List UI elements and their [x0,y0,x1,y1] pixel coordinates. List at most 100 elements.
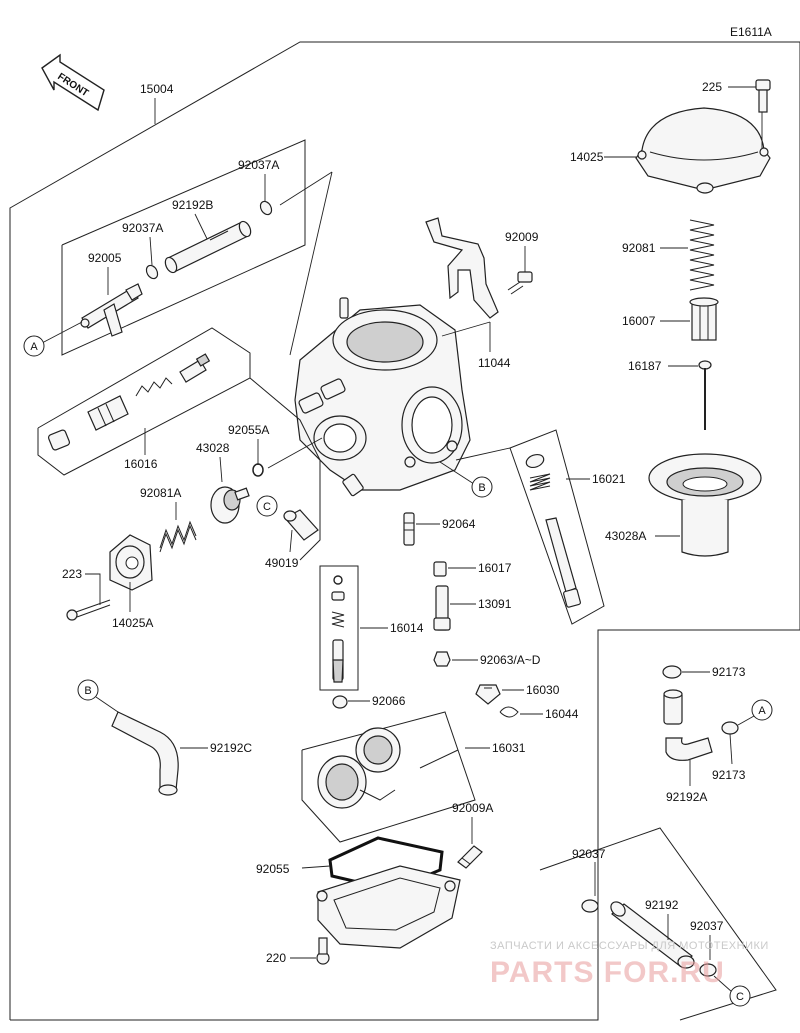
label-16021: 16021 [592,472,626,486]
ref-c-bottom: C [729,985,751,1007]
plunger-49019 [283,509,319,541]
assembly-frame [9,41,800,1021]
label-92055a: 92055A [228,423,269,437]
jet-needle-16187 [698,360,712,430]
label-92192c: 92192C [210,741,252,755]
label-92009: 92009 [505,230,539,244]
label-92055: 92055 [256,862,290,876]
label-92081a: 92081A [140,486,181,500]
idle-screw-subframe [249,377,321,561]
svg-text:B: B [84,685,91,697]
tube-92192 [610,901,695,969]
svg-text:A: A [30,341,38,353]
ref-b-body: B [471,476,493,498]
clip-92173-right [721,721,739,735]
pilot-screw-parts [47,353,211,451]
tube-subframe [61,139,306,356]
drain-screw-92009a [457,845,483,869]
label-43028: 43028 [196,441,230,455]
label-16016: 16016 [124,457,158,471]
label-92173-bottom: 92173 [712,768,746,782]
label-220: 220 [266,951,286,965]
tube-92192c [111,711,179,796]
label-16187: 16187 [628,359,662,373]
label-92064: 92064 [442,517,476,531]
t-fitting-92005 [80,283,143,337]
label-15004: 15004 [140,82,174,96]
label-49019: 49019 [265,556,299,570]
spring-92081a [159,520,197,553]
watermark-text: ЗАПЧАСТИ И АКСЕССУАРЫ ДЛЯ МОТОТЕХНИКИ [490,940,769,952]
needle-kit-connector [455,447,511,461]
label-16030: 16030 [526,683,560,697]
label-43028a: 43028A [605,529,646,543]
label-92066: 92066 [372,694,406,708]
top-cap-14025 [635,107,771,194]
screw-220 [316,937,330,965]
carburetor-body [294,297,471,497]
diagram-code: E1611A [730,25,772,39]
label-92005: 92005 [88,251,122,265]
label-13091: 13091 [478,597,512,611]
needle-jet-parts [331,575,345,683]
front-arrow-icon: FRONT [41,53,105,112]
clip-92037a-second [145,264,159,280]
svg-text:B: B [478,482,485,494]
float-bowl [316,865,461,949]
screw-223 [66,599,111,621]
clip-92037-bottom [581,899,599,913]
needle-kit-subframe [509,429,605,625]
float-subframe [301,711,476,843]
label-16017: 16017 [478,561,512,575]
main-jet-92063 [433,651,451,667]
label-92192: 92192 [645,898,679,912]
ref-b-left: B [77,679,99,701]
oring-92055a [252,463,264,477]
label-92173-top: 92173 [712,665,746,679]
label-14025: 14025 [570,150,604,164]
svg-text:C: C [736,991,744,1003]
screw-92009 [507,271,533,295]
label-14025a: 14025A [112,616,153,630]
float-16031 [317,727,459,809]
vacuum-diaphragm-43028a [648,453,762,557]
clip-92037a-top [259,200,273,216]
needle-holder-16007 [689,297,719,341]
jet-92064 [403,512,415,546]
label-92037a-second: 92037A [122,221,163,235]
label-223: 223 [62,567,82,581]
watermark-logo: PARTS FOR.RU [490,956,725,989]
spring-92081 [689,219,715,291]
label-92037a-top: 92037A [238,158,279,172]
label-92192b: 92192B [172,198,213,212]
label-16007: 16007 [622,314,656,328]
label-92081: 92081 [622,241,656,255]
diaphragm-43028 [210,486,250,524]
ref-a-right: A [751,699,773,721]
label-92192a: 92192A [666,790,707,804]
float-valve-16030 [475,684,501,705]
label-16031: 16031 [492,741,526,755]
label-92037-bottom: 92037 [572,847,606,861]
needle-jet-13091 [433,585,451,631]
label-11044: 11044 [478,356,511,370]
svg-text:A: A [758,705,766,717]
clip-16044 [499,706,519,718]
bracket-11044 [425,217,499,319]
ref-a-left: A [23,335,45,357]
label-92063: 92063/A~D [480,653,541,667]
jet-holder-16017 [433,561,447,577]
ref-c-mid: C [256,495,278,517]
label-225: 225 [702,80,722,94]
svg-text:C: C [263,501,271,513]
tube-92192a [663,689,713,761]
screw-225 [755,79,771,113]
label-92037-bottom-right: 92037 [690,919,724,933]
clip-92037-bottom-right [699,963,717,977]
label-16014: 16014 [390,621,424,635]
tube-92192b [164,220,252,274]
needle-kit-parts [525,453,581,608]
cover-14025a [109,534,153,591]
needle-jet-subframe [319,565,359,691]
